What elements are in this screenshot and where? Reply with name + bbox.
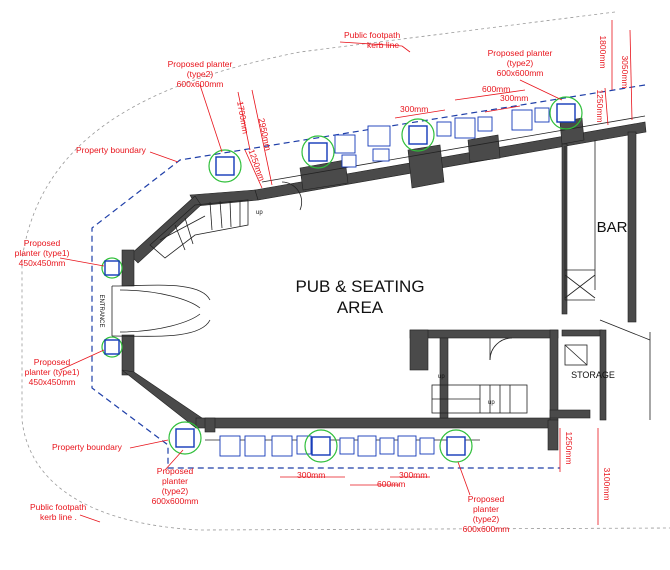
- planter-label-bot-left-4: 600x600mm: [152, 496, 199, 506]
- room-label-pub-line2: AREA: [337, 298, 384, 317]
- dim-1700: 1700mm: [235, 100, 251, 134]
- entrance-doors: [111, 284, 211, 337]
- planter-type2-bottom-mid: [304, 429, 338, 463]
- planter-type2-top-mid: [301, 135, 335, 169]
- entrance-label: ENTRANCE: [98, 294, 104, 327]
- planter-type2-bottom-left: [168, 421, 202, 455]
- planter-type2-bottom-right: [439, 429, 473, 463]
- stair-upper-left: [149, 199, 249, 259]
- stair-interior: [431, 337, 528, 414]
- planter-t1-label-bot-3: 450x450mm: [29, 377, 76, 387]
- dim-600-top: 600mm: [482, 84, 510, 94]
- seating-bottom: [219, 435, 435, 457]
- seating-top: [334, 107, 550, 168]
- property-boundary: [91, 84, 646, 469]
- dim-3050: 3050mm: [620, 55, 630, 88]
- dim-300-top: 300mm: [400, 104, 428, 114]
- planter-label-bot-right-2: planter: [473, 504, 499, 514]
- planter-label-top-left-3: 600x600mm: [177, 79, 224, 89]
- dimension-lines: [237, 20, 633, 525]
- planter-t1-label-top-3: 450x450mm: [19, 258, 66, 268]
- planter-t1-label-top-2: planter (type1): [15, 248, 70, 258]
- kerb-line-top: [21, 11, 670, 531]
- footpath-label-top: Public footpath: [344, 30, 401, 40]
- dim-3100: 3100mm: [602, 467, 612, 500]
- kerb-label-bottom: kerb line .: [40, 512, 77, 522]
- building-walls: [121, 117, 647, 451]
- planter-type2-top-left: [208, 149, 242, 183]
- dim-600-bot: 600mm: [377, 479, 405, 489]
- boundary-label-top: Property boundary: [76, 145, 147, 155]
- planter-t1-label-top-1: Proposed: [24, 238, 61, 248]
- footpath-label-bottom: Public footpath: [30, 502, 87, 512]
- planter-label-bot-right-4: 600x600mm: [463, 524, 510, 534]
- planter-type1-top: [101, 257, 123, 279]
- dim-300-top2: 300mm: [500, 93, 528, 103]
- dim-1800: 1800mm: [598, 35, 608, 68]
- room-label-bar: BAR: [597, 219, 628, 236]
- planter-type1-bottom: [101, 336, 123, 358]
- planter-label-bot-left-1: Proposed: [157, 466, 194, 476]
- planter-label-top-left-1: Proposed planter: [168, 59, 233, 69]
- planter-t1-label-bot-1: Proposed: [34, 357, 71, 367]
- dim-1250-left: 1250mm: [246, 148, 267, 183]
- dim-1250-right: 1250mm: [595, 89, 605, 122]
- planter-type2-top-mid2: [401, 118, 435, 152]
- planter-type2-top-right: [549, 96, 583, 130]
- room-label-storage: STORAGE: [571, 370, 615, 380]
- boundary-label-bottom: Property boundary: [52, 442, 123, 452]
- planter-label-top-right-1: Proposed planter: [488, 48, 553, 58]
- stair-up-label-2: up: [438, 374, 445, 380]
- stair-up-label-3: up: [488, 400, 495, 406]
- room-label-pub-line1: PUB & SEATING: [295, 277, 424, 296]
- door-arc-top: [281, 181, 303, 211]
- stair-up-label-1: up: [256, 210, 263, 216]
- dim-2950: 2950mm: [257, 117, 274, 151]
- dim-300-bot1: 300mm: [297, 470, 325, 480]
- planter-label-bot-left-3: (type2): [162, 486, 189, 496]
- planter-label-bot-right-1: Proposed: [468, 494, 505, 504]
- planter-t1-label-bot-2: planter (type1): [25, 367, 80, 377]
- planter-label-bot-right-3: (type2): [473, 514, 500, 524]
- planter-label-top-left-2: (type2): [187, 69, 214, 79]
- planter-label-top-right-3: 600x600mm: [497, 68, 544, 78]
- planter-label-bot-left-2: planter: [162, 476, 188, 486]
- kerb-label-top: kerb line: [367, 40, 399, 50]
- dim-1250-bot: 1250mm: [564, 431, 574, 464]
- planter-label-top-right-2: (type2): [507, 58, 534, 68]
- leader-lines: [59, 41, 563, 523]
- dim-300-bot2: 300mm: [399, 470, 427, 480]
